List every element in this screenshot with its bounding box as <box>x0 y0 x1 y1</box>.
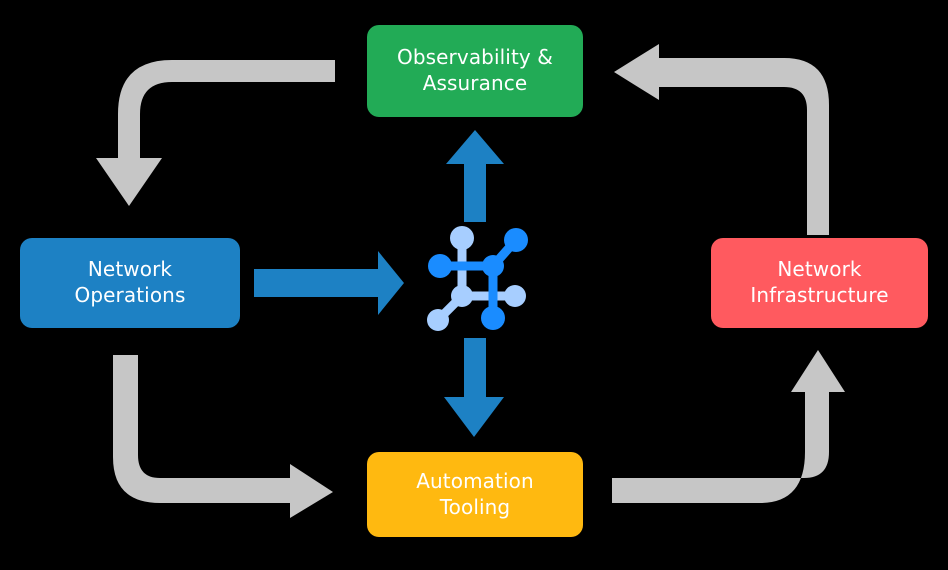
node-label-network-infrastructure: Network Infrastructure <box>750 257 889 307</box>
arrow-ops-to-center <box>254 251 404 315</box>
arrow-center-to-observability <box>446 130 504 222</box>
network-topology-icon <box>427 226 528 331</box>
node-label-automation-tooling: Automation Tooling <box>416 468 534 519</box>
node-label-observability: Observability & Assurance <box>397 45 553 95</box>
node-network-infrastructure[interactable]: Network Infrastructure <box>711 238 928 328</box>
node-network-operations[interactable]: Network Operations <box>20 238 240 328</box>
node-observability-assurance[interactable]: Observability & Assurance <box>367 25 583 117</box>
node-automation-tooling[interactable]: Automation Tooling <box>367 452 583 537</box>
arrow-automation-to-infrastructure <box>612 350 845 503</box>
arrow-center-to-automation <box>444 338 504 437</box>
arrow-operations-to-automation <box>113 355 333 518</box>
arrow-infrastructure-to-observability <box>614 44 829 235</box>
node-label-network-operations: Network Operations <box>74 257 186 307</box>
arrow-observability-to-operations <box>96 60 335 206</box>
